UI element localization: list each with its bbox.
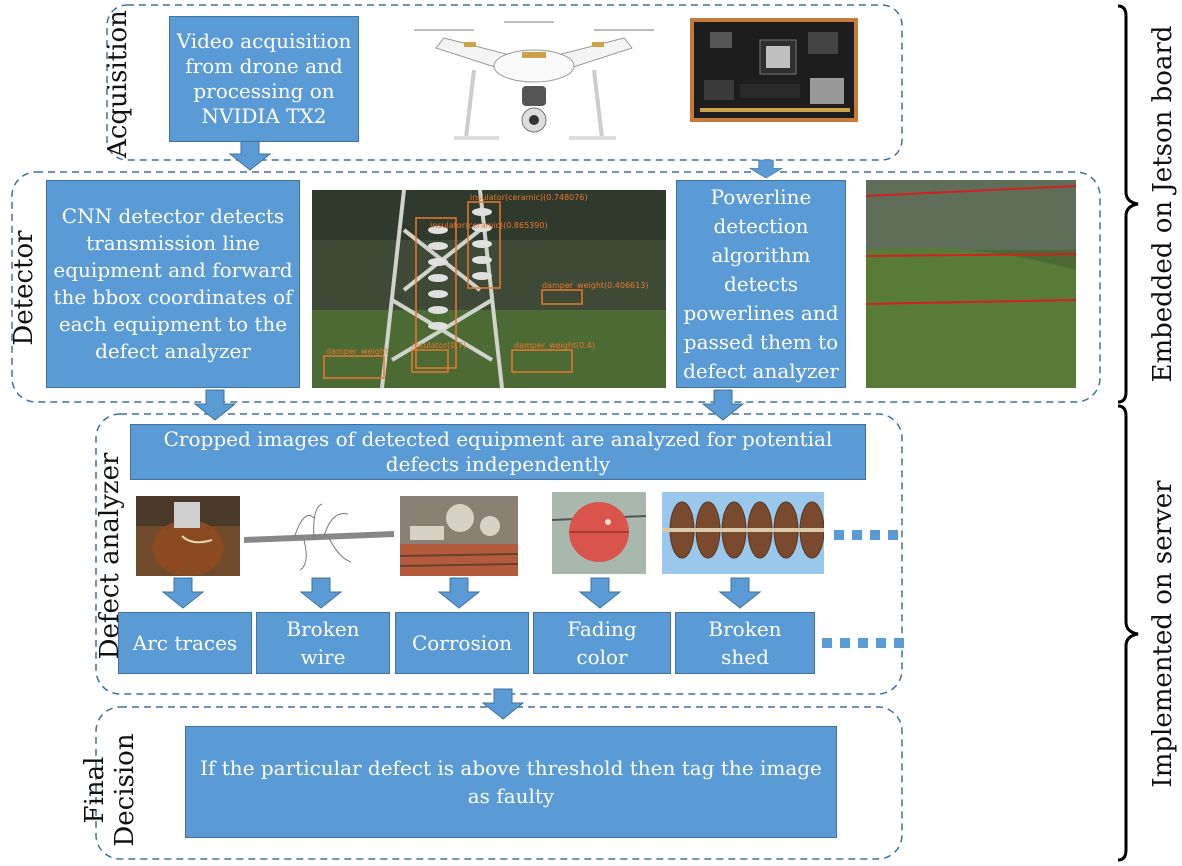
broken-shed-image	[662, 492, 824, 574]
detector-frame	[11, 171, 1101, 403]
defect-broken-shed: Broken shed	[675, 612, 815, 674]
jetson-board-photo	[690, 18, 858, 122]
defect-corrosion: Corrosion	[395, 612, 529, 674]
detection-label-6: insulator(0.7)	[412, 341, 466, 350]
arrow-defect-2	[300, 577, 342, 609]
video-acquisition-box: Video acquisition from drone and process…	[169, 16, 359, 142]
detection-label-3: damper_weight(0.406613)	[542, 281, 648, 290]
final-decision-stage-label: Final Decision	[80, 733, 140, 846]
detection-label-5: damper_weight(0.4)	[514, 341, 595, 350]
cnn-detector-box: CNN detector detects transmission line e…	[46, 180, 300, 388]
arrow-cnn-to-analyzer	[194, 389, 236, 421]
fading-color-image	[552, 492, 646, 574]
corrosion-image	[400, 496, 518, 576]
arrow-defect-3	[438, 577, 480, 609]
arrow-defect-5	[719, 577, 761, 609]
arrow-powerline-to-analyzer	[702, 389, 744, 421]
final-decision-label-line2: Decision	[110, 733, 140, 847]
detection-label-4: damper_weight	[326, 347, 388, 356]
bracket-server	[1117, 404, 1139, 862]
final-decision-label-line1: Final	[80, 756, 110, 824]
detector-stage-label: Detector	[9, 230, 39, 346]
arrow-defect-1	[162, 577, 204, 609]
arc-traces-image	[136, 496, 240, 576]
detection-label-2: insulator(ceramic)(0.865390)	[430, 221, 548, 230]
powerline-field-photo	[866, 180, 1076, 388]
more-defects-ellipsis	[822, 638, 904, 648]
more-images-ellipsis	[834, 530, 898, 540]
cropped-images-box: Cropped images of detected equipment are…	[130, 424, 866, 480]
acquisition-frame	[106, 4, 903, 161]
acquisition-stage-label: Acquisition	[103, 10, 133, 158]
defect-arc-traces: Arc traces	[118, 612, 252, 674]
broken-wire-image	[244, 500, 394, 574]
embedded-side-label: Embedded on Jetson board	[1148, 25, 1178, 383]
arrow-defect-4	[579, 577, 621, 609]
defect-broken-wire: Broken wire	[256, 612, 390, 674]
server-side-label: Implemented on server	[1148, 480, 1178, 788]
arrow-acq-to-cnn	[229, 139, 271, 171]
final-decision-box: If the particular defect is above thresh…	[185, 726, 837, 838]
drone-photo	[404, 8, 664, 148]
powerline-detection-box: Powerline detection algorithm detects po…	[676, 180, 846, 388]
detection-label-1: insulator(ceramic)(0.748076)	[470, 193, 588, 202]
bracket-embedded	[1117, 4, 1139, 404]
defect-fading-color: Fading color	[533, 612, 671, 674]
tower-detection-photo: insulator(ceramic)(0.748076) insulator(c…	[312, 190, 666, 388]
arrow-acq-to-powerline	[749, 159, 783, 179]
